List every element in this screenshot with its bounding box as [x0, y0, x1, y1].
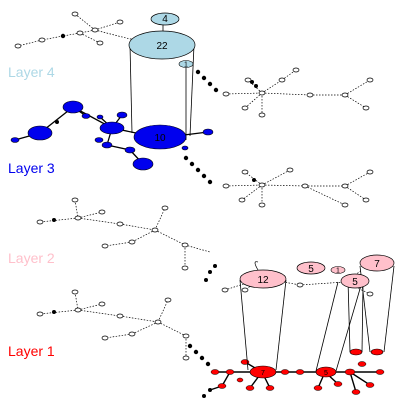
layer-2-node-1: 1: [330, 266, 346, 275]
layer-1-node: [349, 348, 363, 356]
layer-1-label: Layer 1: [8, 343, 55, 359]
layer-2-node-5b: 5: [340, 273, 370, 289]
layer-2-1-cylinders: [239, 265, 395, 372]
layer-1-hub-node-a: 7: [249, 365, 277, 379]
layer-1-hub-b-label: 5: [324, 370, 328, 377]
layer-4-hub-node: 22: [128, 30, 196, 60]
layer-2-node-12: 12: [239, 269, 287, 289]
layer-2-node-7: 7: [359, 254, 395, 272]
layer-4-hub-label: 22: [156, 41, 168, 52]
layer-2-node-12-label: 12: [257, 275, 269, 286]
layer-2-node-1-label: 1: [336, 268, 340, 275]
layer-2-node-5a-label: 5: [308, 264, 314, 275]
layer-4-small-node: 1: [178, 60, 194, 69]
layer-4-top-label: 4: [162, 14, 168, 25]
layer-2-network: [36, 197, 374, 297]
layer-2-label: Layer 2: [8, 250, 55, 266]
layer-4-top-node: 4: [150, 12, 180, 26]
layer-2-node-7-label: 7: [374, 259, 380, 270]
layer-3-hub-label: 10: [154, 133, 166, 144]
layer-1-hub-node-b: 5: [315, 366, 337, 378]
layer-3-label: Layer 3: [8, 160, 55, 176]
layer-1-hub-a-label: 7: [261, 370, 265, 377]
layer-4-3-cylinder: [129, 44, 195, 140]
layer-1-network: [36, 289, 385, 398]
layer-4-label: Layer 4: [8, 64, 55, 80]
layer-2-node-5a: 5: [296, 261, 326, 275]
layer-3-hub-node: 10: [133, 124, 187, 150]
layer-3-network: [10, 100, 374, 208]
layer-4-small-label: 1: [184, 62, 188, 69]
layer-4-network: [14, 11, 374, 118]
layer-2-node-5b-label: 5: [352, 277, 358, 288]
layer-1-node: [370, 348, 384, 356]
